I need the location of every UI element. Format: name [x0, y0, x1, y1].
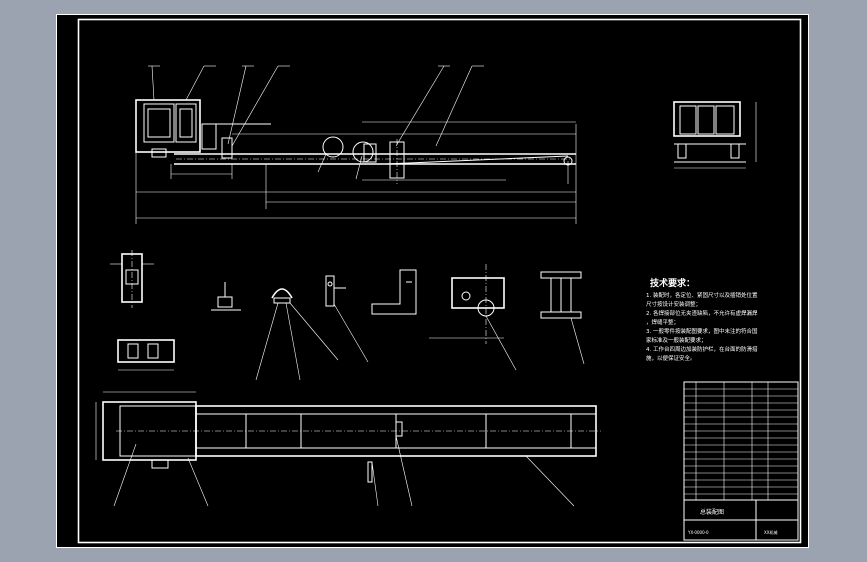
tech-req-line-4: ，焊缝平整；	[646, 318, 679, 326]
cad-drawing: 技术要求： 1. 装配时，各定位、紧固尺寸以及插销处位置 尺寸按设计安装调整； …	[56, 14, 809, 548]
main-elevation-view	[135, 65, 577, 224]
drawing-number: YX-0000-0	[687, 530, 709, 535]
side-view	[673, 101, 757, 169]
drawing-name: 总装配图	[700, 508, 724, 516]
plan-view	[95, 391, 601, 507]
title-block: 总装配图 YX-0000-0 XX机械	[683, 381, 799, 541]
tech-requirements-title: 技术要求：	[650, 277, 695, 289]
tech-req-line-2: 尺寸按设计安装调整；	[646, 300, 701, 308]
tech-requirements: 技术要求： 1. 装配时，各定位、紧固尺寸以及插销处位置 尺寸按设计安装调整； …	[646, 277, 758, 362]
drawing-sheet: 技术要求： 1. 装配时，各定位、紧固尺寸以及插销处位置 尺寸按设计安装调整； …	[56, 14, 809, 548]
company-name: XX机械	[764, 529, 777, 535]
tech-req-line-8: 施，以便保证安全。	[646, 354, 696, 362]
outer-frame	[56, 14, 809, 548]
tech-req-line-3: 2. 各焊接部位无夹渣缺陷，不允许有虚焊漏焊	[646, 309, 758, 317]
tech-req-line-5: 3. 一般零件按装配图要求，图中未注的符合国	[646, 327, 758, 335]
tech-req-line-6: 家标准及一般装配要求；	[646, 336, 707, 344]
inner-frame	[77, 18, 802, 544]
tech-req-line-7: 4. 工作台四周边加装防护栏，在台面的防滑措	[646, 345, 758, 353]
tech-req-line-1: 1. 装配时，各定位、紧固尺寸以及插销处位置	[646, 291, 758, 299]
detail-views	[110, 250, 585, 381]
